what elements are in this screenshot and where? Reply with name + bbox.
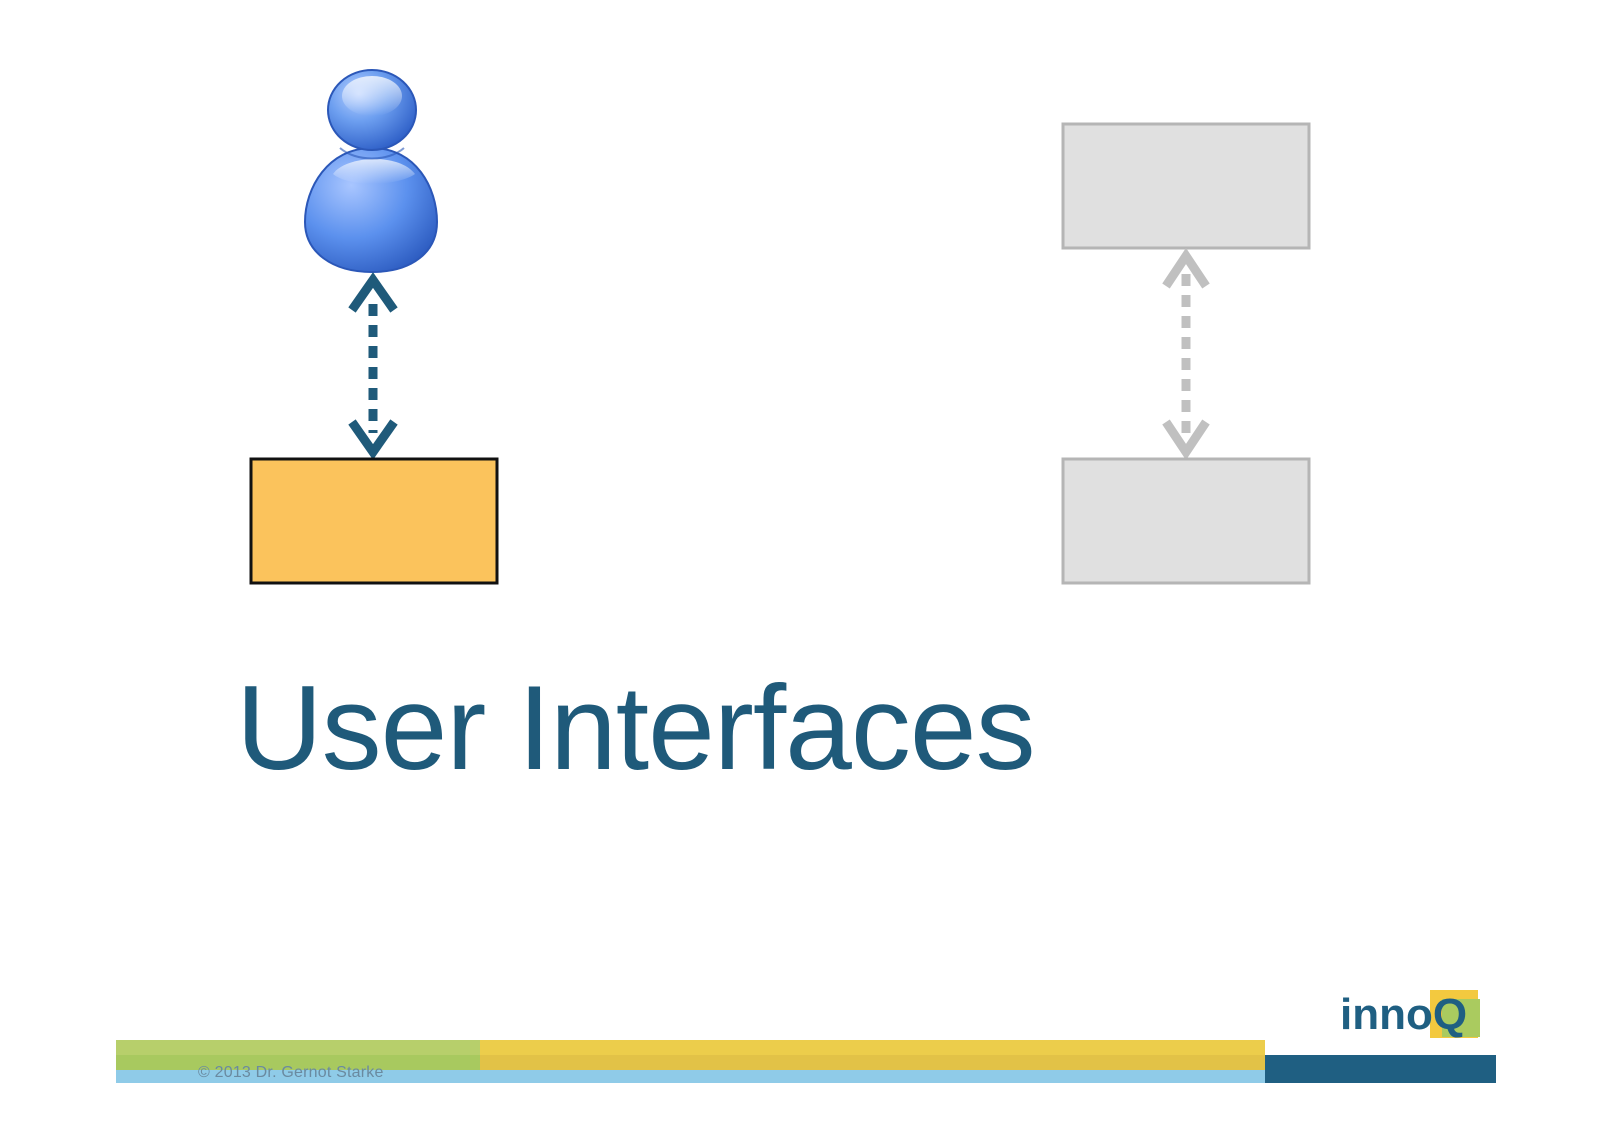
logo-text-accent: Q <box>1432 990 1468 1039</box>
slide-title: User Interfaces <box>236 661 1036 795</box>
logo-q-background-green <box>1442 999 1480 1037</box>
highlighted-component-box <box>249 457 499 585</box>
innoq-logo: innoQ <box>1340 985 1500 1047</box>
logo-text-main: inno <box>1340 990 1433 1039</box>
gray-component-box-top <box>1061 122 1311 250</box>
footer-band-yellow-top <box>480 1040 1265 1055</box>
logo-text: innoQ <box>1340 985 1467 1045</box>
footer-band-yellow-bottom <box>480 1055 1265 1070</box>
right-dotted-double-arrow <box>1162 247 1210 461</box>
copyright-text: © 2013 Dr. Gernot Starke <box>198 1064 384 1081</box>
footer-band-dark-blue <box>1265 1055 1496 1083</box>
diagram-svg <box>249 69 1311 585</box>
user-icon <box>303 69 439 274</box>
gray-component-box-bottom <box>1061 457 1311 585</box>
left-dotted-double-arrow <box>348 272 398 460</box>
footer-band-green-top <box>116 1040 480 1055</box>
diagram <box>249 69 1311 585</box>
